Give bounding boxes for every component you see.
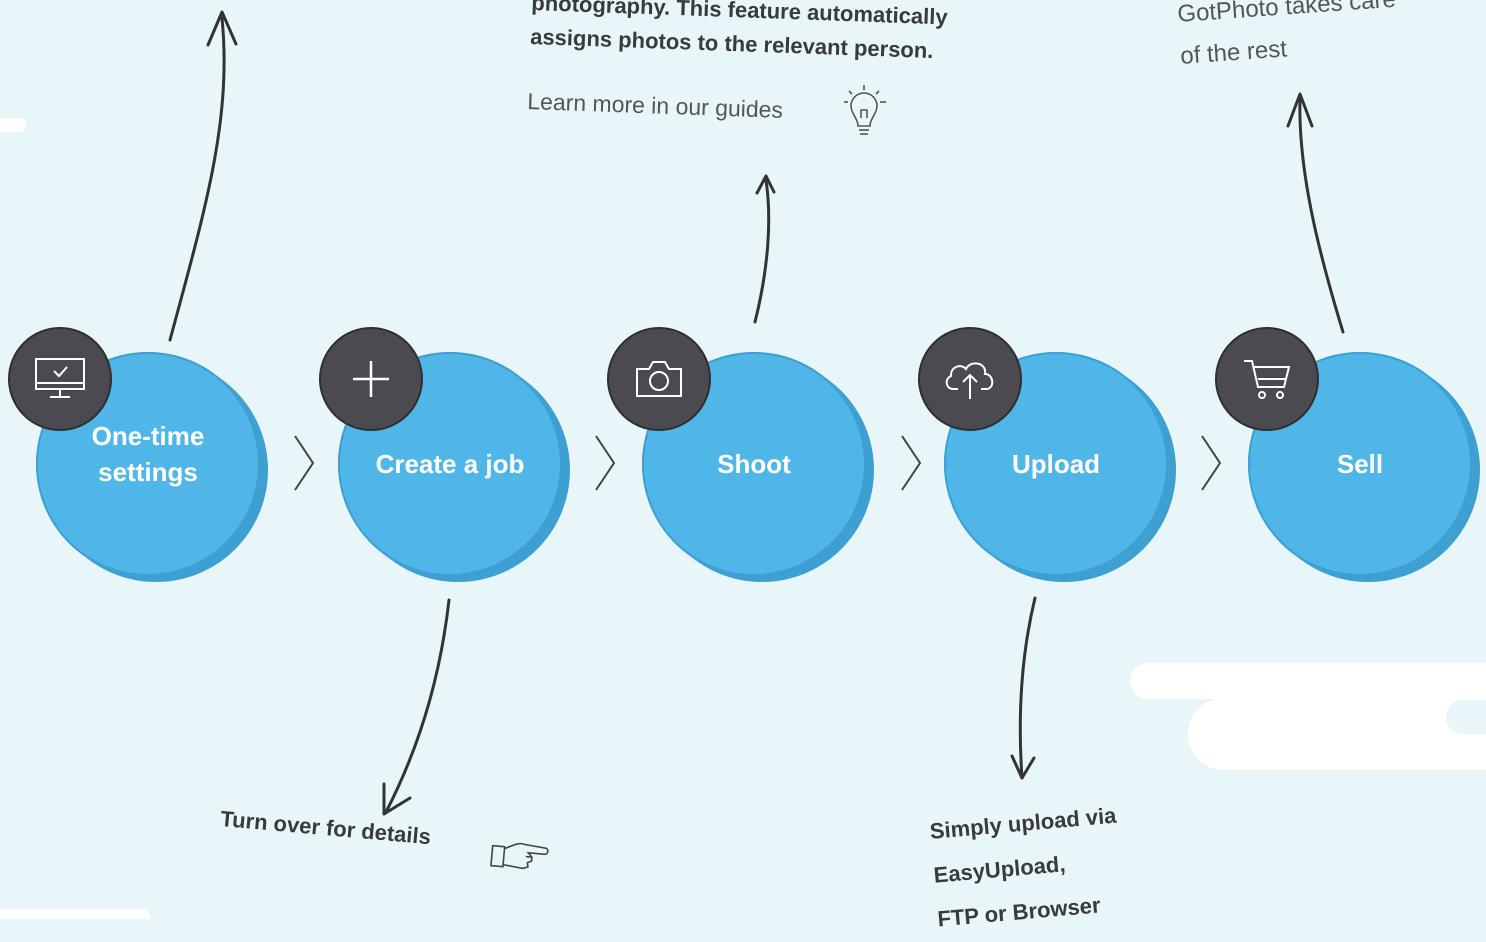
arrows-layer — [168, 10, 1345, 816]
chevron-right-icon — [1201, 435, 1222, 491]
step-label: Upload — [1011, 449, 1101, 479]
arrow-settings — [168, 16, 226, 342]
step-label: Sell — [1336, 449, 1384, 479]
cloud-decoration — [1446, 700, 1486, 734]
arrow-sell — [1298, 96, 1345, 334]
step-shoot: Shoot — [642, 352, 874, 584]
lightbulb-icon — [844, 85, 886, 135]
arrow-shoot-head — [755, 174, 776, 195]
cloud-decoration — [1130, 663, 1486, 699]
cloud-decoration — [1188, 698, 1486, 770]
step-label: Create a job — [375, 449, 525, 479]
step-label: settings — [98, 457, 198, 487]
monitor-check-icon — [8, 327, 112, 431]
cloud-decoration — [0, 909, 150, 919]
step-label: One-time — [91, 421, 205, 451]
cloud-upload-icon — [918, 327, 1022, 431]
chevron-right-icon — [901, 435, 922, 491]
camera-icon — [607, 327, 711, 431]
arrow-upload — [1018, 596, 1037, 780]
guides-link-text: Learn more in our guides — [526, 87, 784, 123]
upload-note: Simply upload via EasyUpload, FTP or Bro… — [928, 794, 1126, 942]
arrow-sell-head — [1286, 92, 1314, 128]
step-sell: Sell — [1248, 352, 1480, 584]
pointing-hand-icon — [490, 842, 549, 870]
cloud-decoration — [0, 118, 26, 132]
arrow-create-job-head — [382, 782, 412, 816]
chevron-right-icon — [294, 435, 315, 491]
plus-icon — [319, 327, 423, 431]
cart-icon — [1215, 327, 1319, 431]
arrow-upload-head — [1010, 754, 1036, 780]
chevron-right-icon — [595, 435, 616, 491]
arrow-settings-head — [206, 10, 238, 47]
step-label: Shoot — [717, 449, 791, 479]
arrow-shoot — [753, 178, 771, 324]
arrow-create-job — [384, 598, 451, 814]
step-circle: Sell — [1248, 352, 1472, 576]
